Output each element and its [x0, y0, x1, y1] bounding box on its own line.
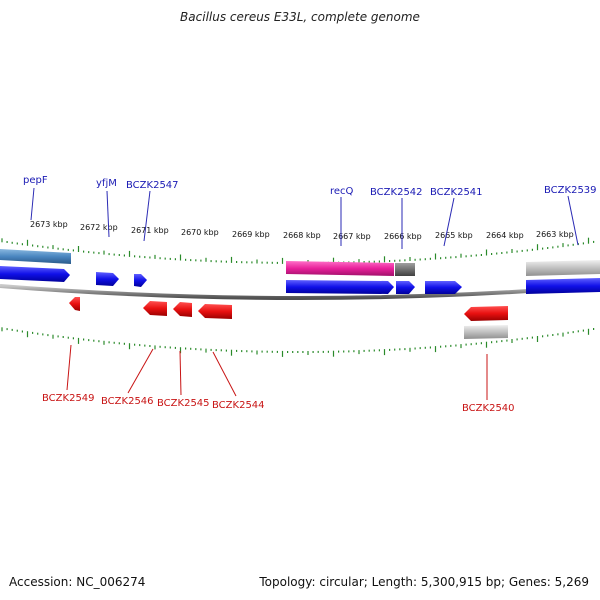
- gene-BCZK2542-feature[interactable]: [395, 263, 415, 276]
- gene-label-yfjM[interactable]: yfjM: [96, 178, 117, 189]
- gene-BCZK2539-feature[interactable]: [526, 260, 600, 276]
- gene-BCZK2542[interactable]: [396, 281, 415, 294]
- gene-BCZK2549[interactable]: [69, 297, 80, 311]
- kbp-label: 2668 kbp: [283, 231, 321, 240]
- gene-yfjM[interactable]: [96, 272, 119, 286]
- gene-BCZK2546[interactable]: [143, 301, 167, 316]
- gene-label-BCZK2539[interactable]: BCZK2539: [544, 185, 597, 196]
- kbp-label: 2667 kbp: [333, 232, 371, 241]
- reverse-leaders: [66, 344, 488, 400]
- accession-text: Accession: NC_006274: [9, 575, 146, 589]
- gene-BCZK2539[interactable]: [526, 278, 600, 294]
- gene-label-BCZK2545[interactable]: BCZK2545: [157, 398, 210, 409]
- gene-BCZK2545[interactable]: [173, 302, 192, 317]
- gene-label-BCZK2542[interactable]: BCZK2542: [370, 187, 423, 198]
- kbp-label: 2670 kbp: [181, 228, 219, 237]
- gene-BCZK2540-feature[interactable]: [464, 325, 508, 339]
- gene-label-BCZK2540[interactable]: BCZK2540: [462, 403, 515, 414]
- ticks-upper: [1, 237, 595, 264]
- kbp-label: 2671 kbp: [131, 226, 169, 235]
- genome-title: Bacillus cereus E33L, complete genome: [180, 10, 420, 24]
- kbp-label: 2663 kbp: [536, 230, 574, 239]
- gene-label-BCZK2541[interactable]: BCZK2541: [430, 187, 483, 198]
- kbp-label: 2669 kbp: [232, 230, 270, 239]
- gene-label-BCZK2546[interactable]: BCZK2546: [101, 396, 154, 407]
- gene-BCZK2541[interactable]: [425, 281, 462, 294]
- gene-BCZK2544[interactable]: [198, 304, 232, 319]
- kbp-label: 2672 kbp: [80, 223, 118, 232]
- gene-label-BCZK2547[interactable]: BCZK2547: [126, 180, 179, 191]
- gene-recQ[interactable]: [286, 280, 394, 294]
- gene-label-BCZK2549[interactable]: BCZK2549: [42, 393, 95, 404]
- gene-BCZK2547[interactable]: [134, 274, 147, 287]
- gene-recQ-feature[interactable]: [286, 261, 394, 276]
- gene-label-recQ[interactable]: recQ: [330, 186, 354, 197]
- forward-leaders: [30, 187, 579, 249]
- kbp-label: 2673 kbp: [30, 220, 68, 229]
- kbp-label: 2665 kbp: [435, 231, 473, 240]
- kbp-label: 2666 kbp: [384, 232, 422, 241]
- gene-label-BCZK2544[interactable]: BCZK2544: [212, 400, 265, 411]
- genome-backbone: [0, 284, 600, 300]
- gene-pepF[interactable]: [0, 266, 70, 282]
- ticks-lower: [1, 327, 595, 357]
- kbp-label: 2664 kbp: [486, 231, 524, 240]
- gene-BCZK2540[interactable]: [464, 306, 508, 321]
- gene-label-pepF[interactable]: pepF: [23, 175, 48, 186]
- genome-stats-text: Topology: circular; Length: 5,300,915 bp…: [259, 575, 589, 589]
- gene-pepF-feature[interactable]: [0, 249, 71, 264]
